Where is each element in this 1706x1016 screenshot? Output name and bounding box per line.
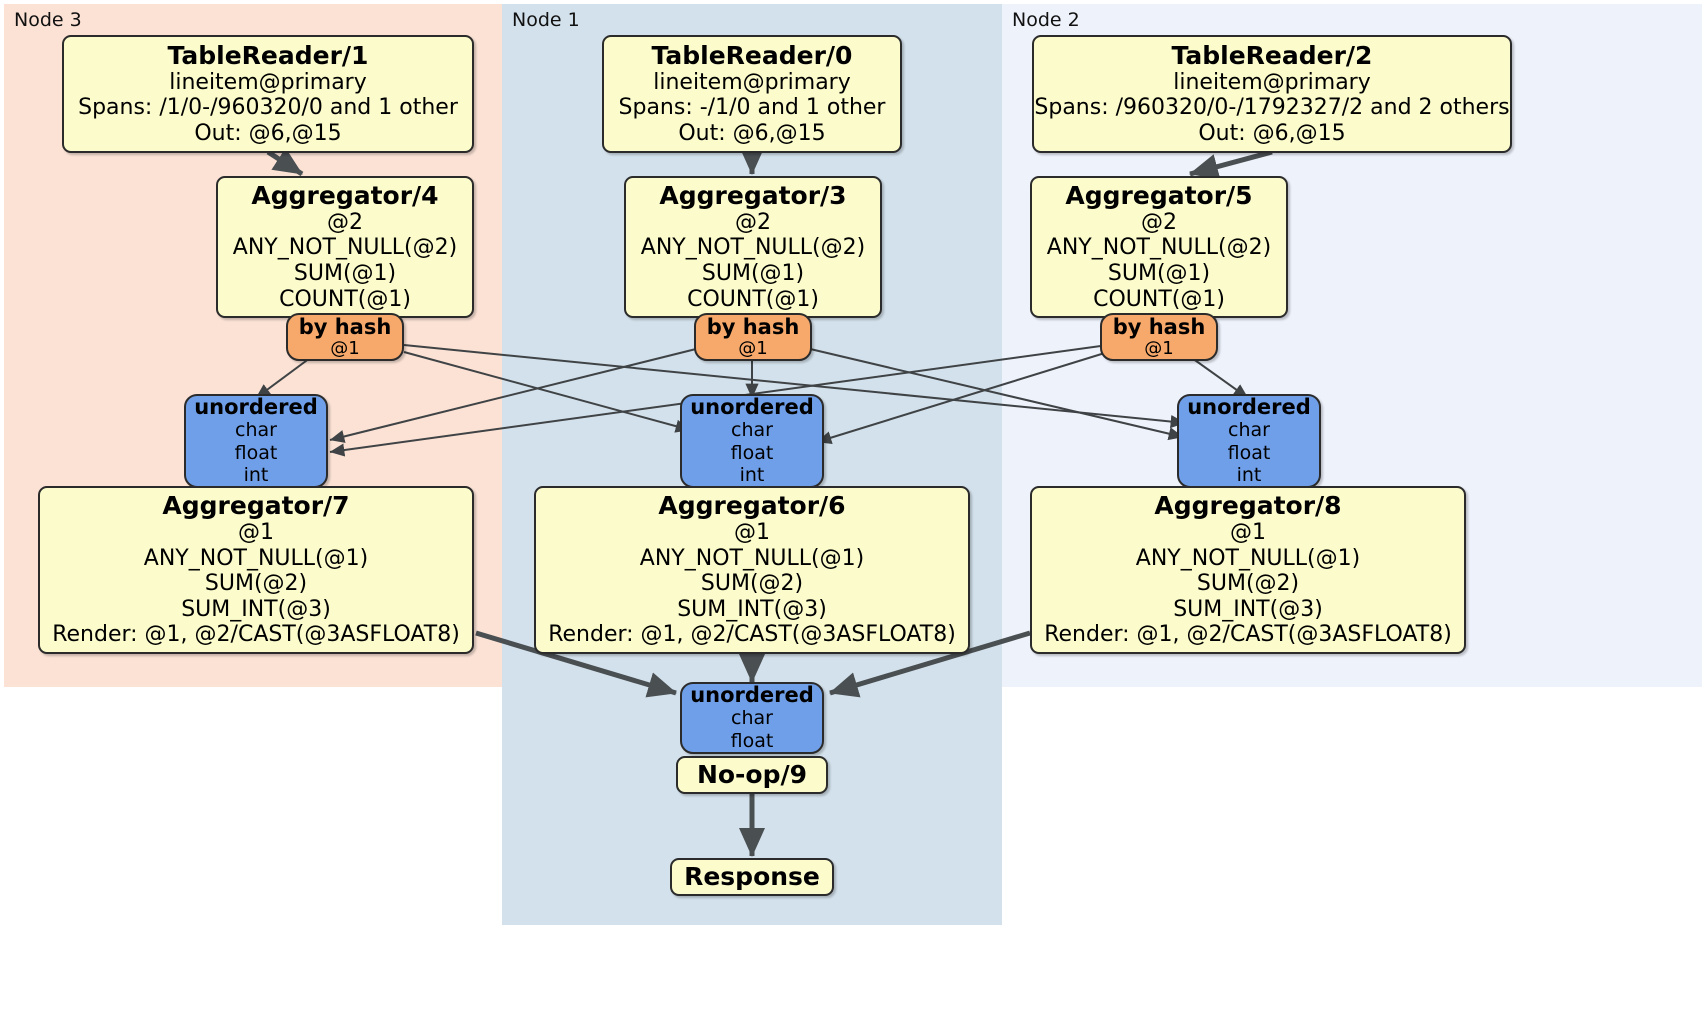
processor-title: Aggregator/5 bbox=[1065, 180, 1253, 210]
processor-line: @1 bbox=[238, 520, 274, 546]
processor-line: Out: @6,@15 bbox=[1198, 120, 1346, 146]
synchronizer-unordered-right[interactable]: unordered char float int bbox=[1177, 394, 1321, 488]
synchronizer-title: unordered bbox=[690, 682, 814, 707]
router-line: @1 bbox=[1144, 337, 1174, 359]
processor-line: SUM(@1) bbox=[701, 261, 805, 286]
node-panel-label: Node 3 bbox=[14, 9, 82, 31]
processor-line: Render: @1, @2/CAST(@3ASFLOAT8) bbox=[52, 622, 460, 648]
processor-line: ANY_NOT_NULL(@2) bbox=[640, 235, 866, 261]
synchronizer-unordered-final[interactable]: unordered char float bbox=[680, 682, 824, 754]
processor-line: COUNT(@1) bbox=[279, 286, 411, 312]
processor-line: ANY_NOT_NULL(@2) bbox=[1046, 235, 1272, 261]
synchronizer-type: float bbox=[1227, 441, 1271, 464]
processor-line: SUM_INT(@3) bbox=[181, 596, 331, 622]
node-panel-label: Node 1 bbox=[512, 9, 580, 31]
processor-title: Aggregator/3 bbox=[659, 180, 847, 210]
processor-line: COUNT(@1) bbox=[1093, 286, 1225, 312]
processor-line: lineitem@primary bbox=[1173, 69, 1371, 95]
synchronizer-title: unordered bbox=[194, 394, 318, 419]
router-line: @1 bbox=[330, 337, 360, 359]
router-by-hash-right[interactable]: by hash @1 bbox=[1100, 313, 1218, 361]
processor-line: Render: @1, @2/CAST(@3ASFLOAT8) bbox=[548, 622, 956, 648]
processor-title: No-op/9 bbox=[696, 760, 808, 789]
processor-line: ANY_NOT_NULL(@1) bbox=[143, 545, 369, 571]
processor-line: SUM(@2) bbox=[700, 571, 804, 597]
synchronizer-type: float bbox=[730, 729, 774, 752]
router-line: @1 bbox=[738, 337, 768, 359]
processor-line: SUM_INT(@3) bbox=[677, 596, 827, 622]
processor-line: @1 bbox=[734, 520, 770, 546]
processor-line: @2 bbox=[735, 209, 771, 235]
processor-title: Aggregator/6 bbox=[658, 491, 846, 521]
router-title: by hash bbox=[1112, 314, 1206, 339]
processor-line: ANY_NOT_NULL(@1) bbox=[1135, 545, 1361, 571]
processor-aggregator-7[interactable]: Aggregator/7 @1 ANY_NOT_NULL(@1) SUM(@2)… bbox=[38, 486, 474, 654]
processor-title: TableReader/0 bbox=[651, 40, 853, 70]
synchronizer-type: float bbox=[234, 441, 278, 464]
processor-line: Spans: /1/0-/960320/0 and 1 other bbox=[78, 95, 458, 121]
processor-line: SUM(@1) bbox=[293, 261, 397, 286]
processor-line: SUM_INT(@3) bbox=[1173, 596, 1323, 622]
processor-line: @2 bbox=[1141, 209, 1177, 235]
processor-line: lineitem@primary bbox=[169, 69, 367, 95]
processor-aggregator-6[interactable]: Aggregator/6 @1 ANY_NOT_NULL(@1) SUM(@2)… bbox=[534, 486, 970, 654]
processor-line: Spans: -/1/0 and 1 other bbox=[618, 95, 886, 121]
router-title: by hash bbox=[706, 314, 800, 339]
processor-title: TableReader/1 bbox=[167, 40, 369, 70]
processor-aggregator-3[interactable]: Aggregator/3 @2 ANY_NOT_NULL(@2) SUM(@1)… bbox=[624, 176, 882, 318]
synchronizer-type: char bbox=[731, 419, 773, 442]
router-by-hash-middle[interactable]: by hash @1 bbox=[694, 313, 812, 361]
processor-line: @2 bbox=[327, 209, 363, 235]
processor-tablereader-2[interactable]: TableReader/2 lineitem@primary Spans: /9… bbox=[1032, 35, 1512, 153]
processor-title: Aggregator/7 bbox=[162, 491, 350, 521]
synchronizer-type: int bbox=[1236, 463, 1262, 486]
synchronizer-type: char bbox=[235, 419, 277, 442]
synchronizer-type: char bbox=[1228, 419, 1270, 442]
processor-title: Response bbox=[684, 862, 820, 891]
processor-line: Out: @6,@15 bbox=[678, 120, 826, 146]
processor-line: COUNT(@1) bbox=[687, 286, 819, 312]
processor-title: Aggregator/8 bbox=[1154, 491, 1342, 521]
processor-title: Aggregator/4 bbox=[251, 180, 439, 210]
processor-response[interactable]: Response bbox=[670, 858, 834, 896]
synchronizer-type: char bbox=[731, 707, 773, 730]
processor-line: SUM(@2) bbox=[1196, 571, 1300, 597]
router-by-hash-left[interactable]: by hash @1 bbox=[286, 313, 404, 361]
processor-aggregator-8[interactable]: Aggregator/8 @1 ANY_NOT_NULL(@1) SUM(@2)… bbox=[1030, 486, 1466, 654]
processor-title: TableReader/2 bbox=[1171, 40, 1373, 70]
synchronizer-unordered-middle[interactable]: unordered char float int bbox=[680, 394, 824, 488]
processor-line: SUM(@1) bbox=[1107, 261, 1211, 286]
synchronizer-title: unordered bbox=[1187, 394, 1311, 419]
synchronizer-title: unordered bbox=[690, 394, 814, 419]
synchronizer-type: int bbox=[243, 463, 269, 486]
processor-tablereader-1[interactable]: TableReader/1 lineitem@primary Spans: /1… bbox=[62, 35, 474, 153]
processor-line: SUM(@2) bbox=[204, 571, 308, 597]
synchronizer-type: int bbox=[739, 463, 765, 486]
processor-line: Out: @6,@15 bbox=[194, 120, 342, 146]
processor-aggregator-5[interactable]: Aggregator/5 @2 ANY_NOT_NULL(@2) SUM(@1)… bbox=[1030, 176, 1288, 318]
processor-line: Render: @1, @2/CAST(@3ASFLOAT8) bbox=[1044, 622, 1452, 648]
processor-noop-9[interactable]: No-op/9 bbox=[676, 756, 828, 794]
synchronizer-unordered-left[interactable]: unordered char float int bbox=[184, 394, 328, 488]
processor-line: @1 bbox=[1230, 520, 1266, 546]
processor-aggregator-4[interactable]: Aggregator/4 @2 ANY_NOT_NULL(@2) SUM(@1)… bbox=[216, 176, 474, 318]
router-title: by hash bbox=[298, 314, 392, 339]
node-panel-label: Node 2 bbox=[1012, 9, 1080, 31]
synchronizer-type: float bbox=[730, 441, 774, 464]
processor-line: ANY_NOT_NULL(@1) bbox=[639, 545, 865, 571]
processor-line: ANY_NOT_NULL(@2) bbox=[232, 235, 458, 261]
processor-line: lineitem@primary bbox=[653, 69, 851, 95]
processor-line: Spans: /960320/0-/1792327/2 and 2 others bbox=[1034, 95, 1510, 121]
processor-tablereader-0[interactable]: TableReader/0 lineitem@primary Spans: -/… bbox=[602, 35, 902, 153]
